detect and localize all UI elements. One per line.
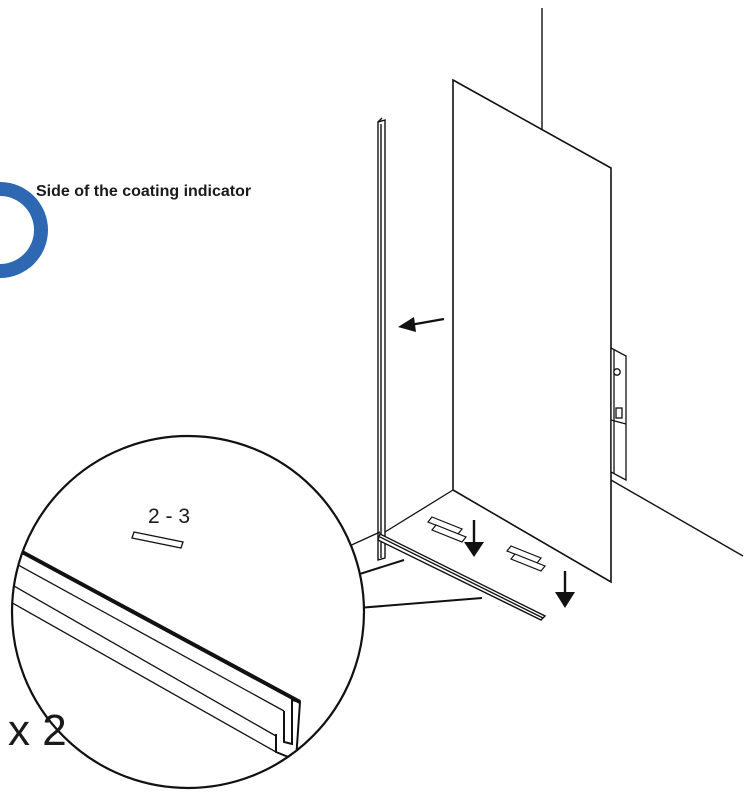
spacer-blocks-left: [427, 516, 467, 543]
quantity-label: x 2: [8, 706, 67, 755]
floor-edge-left: [384, 489, 454, 533]
glass-panel: [452, 78, 612, 584]
hinge-bracket-icon: [610, 346, 627, 482]
detail-leader-line: [357, 597, 483, 609]
left-arrow-icon: [398, 317, 445, 332]
detail-u-channel-profile: [12, 538, 302, 762]
coating-indicator-caption: Side of the coating indicator: [36, 183, 251, 200]
detail-callout: 2 - 3 x 2: [8, 434, 366, 790]
spacer-blocks-right: [506, 545, 546, 572]
coating-indicator-icon: [0, 182, 48, 278]
down-arrow-icon: [464, 520, 484, 557]
down-arrow-icon: [555, 571, 575, 608]
detail-quantity-range: 2 - 3: [148, 505, 190, 528]
bottom-floor-profile: [377, 533, 547, 621]
wall-floor-line: [610, 479, 744, 557]
detail-spacer-shim: [131, 531, 184, 549]
vertical-wall-profile: [377, 117, 386, 561]
